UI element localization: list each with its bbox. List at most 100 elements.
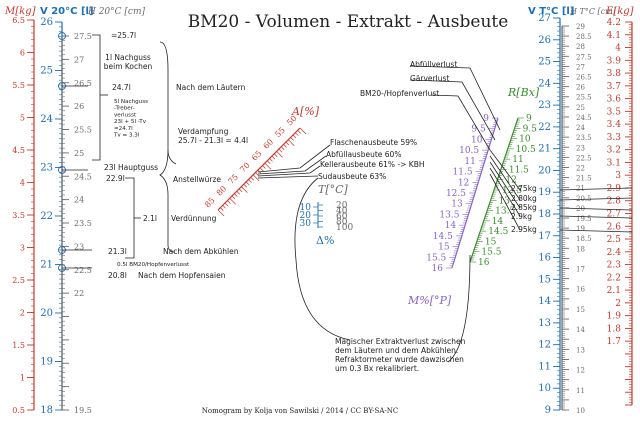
scale-tick-label: 27.5 [576, 53, 592, 61]
a-scale-label: 85 [203, 196, 217, 210]
scale-tick-label: 2.8 [607, 197, 622, 207]
scale-tick-label: 23 [40, 163, 53, 174]
annotation-line: 25.7l - 21.3l = 4.4l [178, 136, 248, 145]
scale-tick-label: 14 [576, 326, 585, 334]
a-scale-label: 70 [238, 161, 252, 175]
mp-scale-label: 13 [451, 200, 463, 210]
a-scale-tick [259, 167, 264, 172]
scale-tick-label: 2 [615, 299, 621, 309]
scale-tick-label: 11 [538, 361, 551, 372]
scale-tick-label: 11 [576, 387, 585, 395]
t-scale-label-right: 60 [336, 212, 348, 222]
scale-tick-label: 0.5 [12, 406, 25, 415]
scale-tick-label: 1.5 [12, 341, 25, 350]
scale-tick-label: 26.5 [576, 74, 592, 82]
scale-tick-label: 25.5 [74, 126, 92, 135]
annotation-line: 2.75kg [511, 184, 537, 193]
r-scale-label: 13.5 [495, 207, 515, 217]
a-scale-tick [278, 148, 283, 153]
bracket-nachguss [92, 34, 101, 161]
scale-tick-label: 15 [538, 274, 551, 285]
scale-tick-label: 2.5 [607, 235, 622, 245]
scale-tick-label: 3.5 [607, 107, 622, 117]
scale-tick-label: 23.5 [74, 219, 92, 228]
title: BM20 - Volumen - Extrakt - Ausbeute [188, 12, 509, 32]
a-scale-tick [269, 158, 273, 162]
a-scale-tick [227, 200, 231, 204]
note-flaschen: Flaschenausbeute 59% [330, 138, 417, 147]
scale-tick-label: 1.8 [607, 324, 622, 334]
annotation-line: Sudausbeute 63% [318, 172, 386, 181]
annotation-line: 2.9kg [511, 212, 532, 221]
scale-tick-label: 26 [40, 17, 53, 28]
note-v1: =25.7l [111, 31, 136, 40]
t-scale-delta: Δ% [316, 234, 334, 247]
scale-tick-label: 3.5 [12, 211, 25, 220]
a-scale-tick [295, 132, 299, 136]
scale-title-h20: H 20°C [cm] [87, 7, 145, 17]
scale-tick-label: 19 [40, 357, 53, 368]
mp-scale-label: 14.5 [433, 232, 453, 242]
brace-laeutern [159, 41, 177, 165]
annotation-line: 23l + 5l -Tv [114, 119, 147, 125]
scale-tick-label: 22 [538, 122, 551, 133]
curve-magic-right [447, 254, 471, 363]
annotation-line: Nach dem Hopfensaien [138, 271, 226, 280]
mp-scale-label: 11.5 [453, 168, 473, 178]
scale-tick-label: 20.5 [576, 195, 592, 203]
scale-tick-label: 3.7 [607, 82, 622, 92]
note-hopfen: Nach dem Hopfensaien [138, 271, 226, 280]
line-kg-1 [489, 149, 521, 191]
scale-tick-label: 19 [538, 187, 551, 198]
line-kg-5 [489, 173, 521, 231]
scale-tick-label: 29 [576, 23, 585, 31]
line-kg-e-2 [559, 197, 633, 201]
annotation-line: 2.1l [143, 214, 157, 223]
r-scale-label: 11.5 [509, 165, 529, 175]
scale-tick-label: 18.5 [576, 235, 592, 243]
scale-tick-label: 10 [538, 383, 551, 394]
annotation-line: 5l Nachguss [114, 99, 148, 105]
scale-tick-label: 22 [40, 211, 53, 222]
mp-scale-label: 15 [438, 243, 450, 253]
annotation-line: Nach dem Abkühlen [163, 247, 239, 256]
scale-tick-label: 22.5 [576, 154, 592, 162]
scale-tick-label: 6 [20, 49, 25, 58]
annotation-line: BM20-/Hopfenverlust [360, 89, 439, 98]
a-scale-tick [292, 134, 297, 139]
a-scale-tick [271, 155, 276, 160]
scale-tick-label: 23 [538, 100, 551, 111]
annotation-line: 2.95kg [511, 225, 537, 234]
a-scale-tick [245, 181, 250, 186]
a-scale-label: 55 [273, 126, 287, 140]
annotation-line: 23l Hauptguss [104, 163, 158, 172]
note-kg1: 2.75kg [511, 184, 537, 193]
scale-tick-label: 28 [576, 43, 585, 51]
scale-tick-label: 25 [576, 104, 585, 112]
a-scale-tick [262, 165, 266, 169]
annotation-line: Abfüllverlust [410, 60, 457, 69]
scale-tick-label: 26 [538, 35, 551, 46]
scale-tick-label: 27 [538, 13, 551, 24]
scale-tick-label: 2.7 [607, 210, 622, 220]
scales-layer: 0.511.522.533.544.555.566.5M[kg]18192021… [4, 6, 634, 416]
a-scale-tick [285, 141, 290, 146]
scale-tick-label: 4 [20, 179, 25, 188]
scale-tick-label: 27 [576, 63, 585, 71]
scale-tick-label: 3.2 [607, 146, 621, 156]
scale-tick-label: 5 [20, 114, 25, 123]
scale-tick-label: 23.5 [576, 134, 592, 142]
t-scale-label-right: 40 [336, 207, 348, 217]
a-scale-tick [248, 179, 252, 183]
scale-tick-label: 25.5 [576, 94, 592, 102]
scale-tick-label: 24 [538, 78, 551, 89]
scale-tick-label: 2.2 [607, 273, 621, 283]
annotation-line: beim Kochen [104, 62, 153, 71]
a-scale-tick [231, 195, 236, 200]
scale-tick-label: 3.6 [607, 95, 622, 105]
line-kg-e-1 [559, 187, 633, 191]
scale-tick-label: 15 [576, 306, 585, 314]
scale-tick-label: 1.9 [607, 312, 622, 322]
